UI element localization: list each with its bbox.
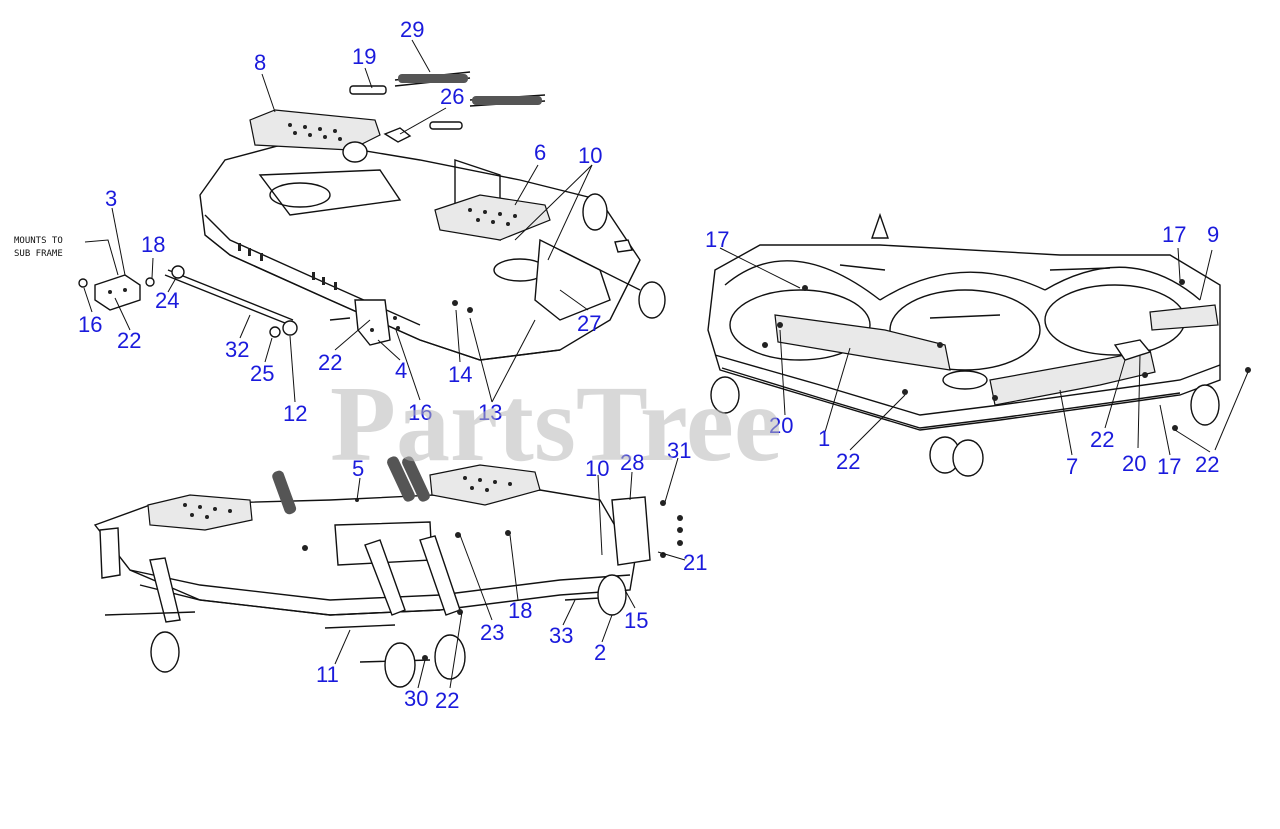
callout-2: 2 — [594, 640, 606, 665]
callout-22-mid: 22 — [318, 350, 342, 375]
callout-14: 14 — [448, 362, 472, 387]
watermark-logo: PartsTree — [330, 365, 782, 484]
note-line-1: MOUNTS TO — [14, 236, 63, 246]
note-line-2: SUB FRAME — [14, 249, 63, 259]
callout-26: 26 — [440, 84, 464, 109]
callout-15: 15 — [624, 608, 648, 633]
callout-16-mid: 16 — [408, 400, 432, 425]
callout-19: 19 — [352, 44, 376, 69]
callout-18-top: 18 — [141, 232, 165, 257]
callout-16-left: 16 — [78, 312, 102, 337]
callout-8: 8 — [254, 50, 266, 75]
callout-25: 25 — [250, 361, 274, 386]
callout-33: 33 — [549, 623, 573, 648]
callout-22-right-end: 22 — [1195, 452, 1219, 477]
callout-7: 7 — [1066, 454, 1078, 479]
callout-22-right-low: 22 — [836, 449, 860, 474]
callout-22-right-mid: 22 — [1090, 427, 1114, 452]
callout-17-right: 17 — [1162, 222, 1186, 247]
callout-22-bottom: 22 — [435, 688, 459, 713]
callout-31: 31 — [667, 438, 691, 463]
deck-underside-assembly — [707, 212, 1251, 477]
callout-32: 32 — [225, 337, 249, 362]
callout-13: 13 — [478, 400, 502, 425]
callout-17-right-top: 17 — [705, 227, 729, 252]
callout-23: 23 — [480, 620, 504, 645]
callout-11: 11 — [316, 662, 339, 687]
callout-28: 28 — [620, 450, 644, 475]
callout-30: 30 — [404, 686, 428, 711]
callout-20-left: 20 — [769, 413, 793, 438]
callout-10-top: 10 — [578, 143, 602, 168]
deck-side-assembly — [93, 456, 683, 688]
callout-10-bottom: 10 — [585, 456, 609, 481]
callout-4: 4 — [395, 358, 407, 383]
callout-6: 6 — [534, 140, 546, 165]
deck-top-assembly — [78, 71, 666, 361]
callout-21: 21 — [683, 550, 707, 575]
callout-24: 24 — [155, 288, 179, 313]
callout-1: 1 — [818, 426, 830, 451]
callout-12: 12 — [283, 401, 307, 426]
callout-labels: 8 19 29 26 6 10 3 18 16 22 24 32 25 12 2… — [78, 17, 1219, 713]
callout-5: 5 — [352, 456, 364, 481]
callout-22-left: 22 — [117, 328, 141, 353]
callout-18-bottom: 18 — [508, 598, 532, 623]
leader-lines — [83, 39, 1249, 689]
callout-17-right-low: 17 — [1157, 454, 1181, 479]
callout-20-right: 20 — [1122, 451, 1146, 476]
callout-29: 29 — [400, 17, 424, 42]
callout-27: 27 — [577, 311, 601, 336]
callout-3: 3 — [105, 186, 117, 211]
callout-9: 9 — [1207, 222, 1219, 247]
